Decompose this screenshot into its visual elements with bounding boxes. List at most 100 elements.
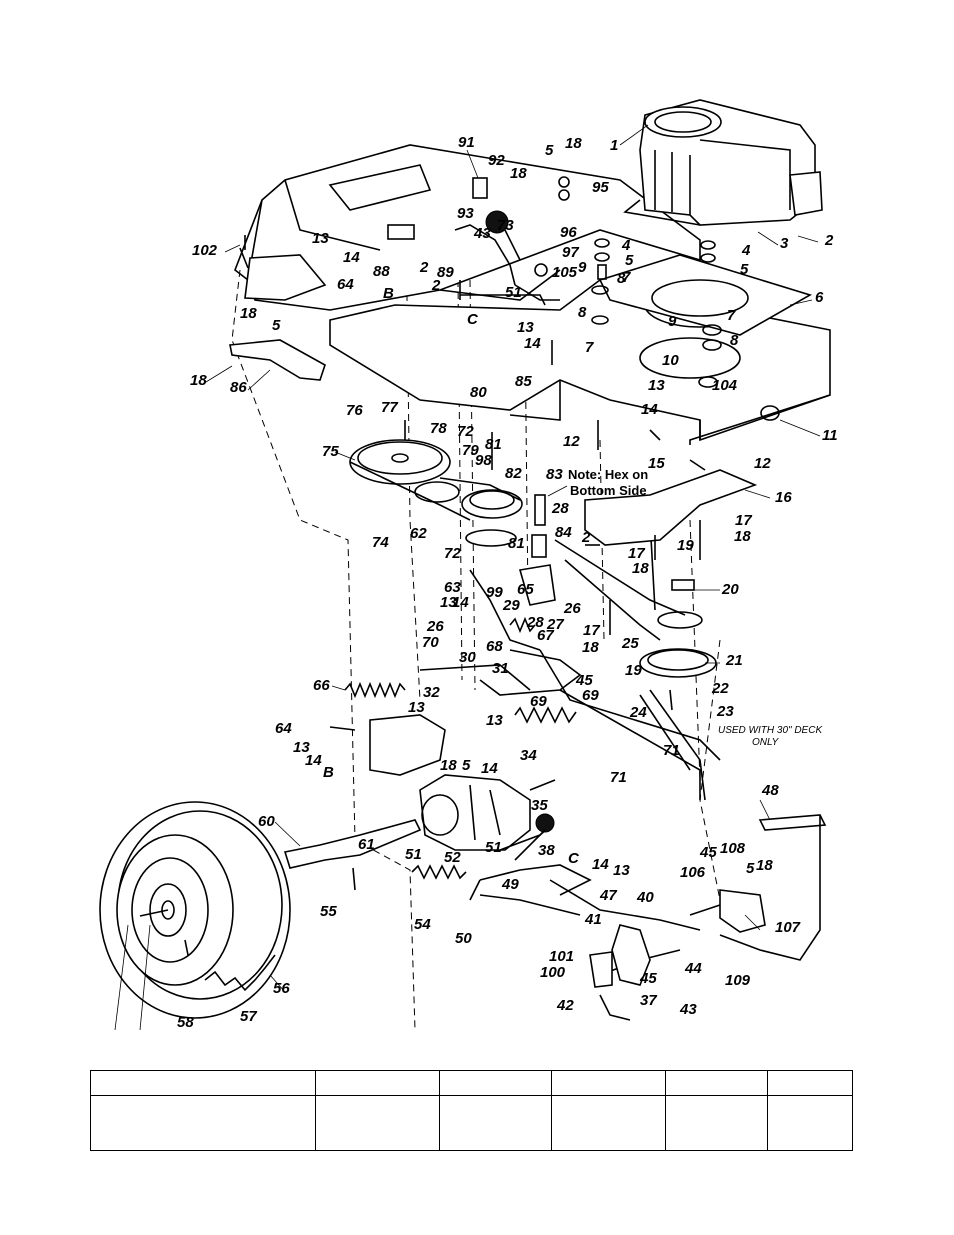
label-99: 99	[486, 584, 503, 601]
label-48: 48	[761, 782, 779, 799]
hex-note-line-1: Note: Hex on	[568, 467, 648, 482]
label-13: 13	[408, 699, 425, 716]
label-5: 5	[740, 261, 749, 278]
label-51: 51	[505, 284, 522, 301]
label-80: 80	[470, 384, 487, 401]
label-65: 65	[517, 581, 534, 598]
label-76: 76	[346, 402, 363, 419]
label-98: 98	[475, 452, 492, 469]
label-8: 8	[578, 304, 587, 321]
label-5: 5	[462, 757, 471, 774]
label-107: 107	[775, 919, 801, 936]
label-45: 45	[575, 672, 593, 689]
label-34: 34	[520, 747, 537, 764]
label-5: 5	[272, 317, 281, 334]
label-28: 28	[551, 500, 569, 517]
label-54: 54	[414, 916, 431, 933]
label-5: 5	[545, 142, 554, 159]
label-86: 86	[230, 379, 247, 396]
pulleys	[349, 439, 717, 678]
label-70: 70	[422, 634, 439, 651]
label-68: 68	[486, 638, 503, 655]
transaxle	[283, 714, 592, 901]
hex-note-line-2: Bottom Side	[570, 483, 647, 498]
label-14: 14	[481, 760, 498, 777]
label-19: 19	[677, 537, 694, 554]
label-c: C	[568, 850, 580, 867]
label-14: 14	[641, 401, 658, 418]
label-78: 78	[430, 420, 447, 437]
table-cell	[665, 1095, 768, 1151]
table-cell	[315, 1095, 440, 1151]
label-8: 8	[617, 270, 626, 287]
label-81: 81	[485, 436, 502, 453]
label-18: 18	[190, 372, 207, 389]
label-22: 22	[711, 680, 729, 697]
label-84: 84	[555, 524, 572, 541]
label-104: 104	[712, 377, 738, 394]
label-105: 105	[552, 264, 578, 281]
table-cell	[90, 1070, 316, 1096]
label-83: 83	[546, 466, 563, 483]
table-cell	[439, 1070, 552, 1096]
label-5: 5	[746, 860, 755, 877]
label-40: 40	[636, 889, 654, 906]
label-2: 2	[824, 232, 834, 249]
label-102: 102	[192, 242, 218, 259]
label-24: 24	[629, 704, 647, 721]
label-42: 42	[556, 997, 574, 1014]
label-1: 1	[610, 137, 618, 154]
label-62: 62	[410, 525, 427, 542]
label-8: 8	[730, 332, 739, 349]
label-b: B	[323, 764, 334, 781]
label-32: 32	[423, 684, 440, 701]
label-74: 74	[372, 534, 389, 551]
label-35: 35	[531, 797, 548, 814]
label-85: 85	[515, 373, 532, 390]
label-7: 7	[727, 307, 736, 324]
label-3: 3	[780, 235, 789, 252]
idler-bracket	[584, 469, 758, 591]
label-13: 13	[312, 230, 329, 247]
label-18: 18	[756, 857, 773, 874]
label-7: 7	[622, 269, 631, 286]
label-88: 88	[373, 263, 390, 280]
label-2: 2	[431, 277, 441, 294]
label-18: 18	[510, 165, 527, 182]
label-9: 9	[578, 259, 587, 276]
label-18: 18	[632, 560, 649, 577]
label-49: 49	[501, 876, 519, 893]
label-27: 27	[546, 616, 564, 633]
label-7: 7	[585, 339, 594, 356]
label-64: 64	[337, 276, 354, 293]
label-26: 26	[426, 618, 444, 635]
label-52: 52	[444, 849, 461, 866]
label-71: 71	[663, 742, 680, 759]
label-108: 108	[720, 840, 746, 857]
label-51: 51	[405, 846, 422, 863]
label-14: 14	[524, 335, 541, 352]
label-58: 58	[177, 1014, 194, 1031]
label-69: 69	[530, 693, 547, 710]
label-13: 13	[648, 377, 665, 394]
label-100: 100	[540, 964, 566, 981]
label-91: 91	[458, 134, 475, 151]
deck-note-line-1: USED WITH 30" DECK	[718, 725, 823, 736]
callout-labels: 1 2 2 2 2 3 4 4 5 5 5 5 5 5 6 7 7 7 8 8 …	[177, 134, 838, 1031]
label-97: 97	[562, 244, 579, 261]
label-18: 18	[734, 528, 751, 545]
pedal-linkage	[479, 689, 827, 1021]
label-6: 6	[815, 289, 824, 306]
label-73: 73	[497, 217, 514, 234]
label-96: 96	[560, 224, 577, 241]
engine-mount-plate	[598, 254, 813, 336]
label-77: 77	[381, 399, 398, 416]
label-26: 26	[563, 600, 581, 617]
label-89: 89	[437, 264, 454, 281]
table-cell	[551, 1070, 666, 1096]
label-14: 14	[305, 752, 322, 769]
label-93: 93	[457, 205, 474, 222]
label-61: 61	[358, 836, 375, 853]
label-13: 13	[486, 712, 503, 729]
